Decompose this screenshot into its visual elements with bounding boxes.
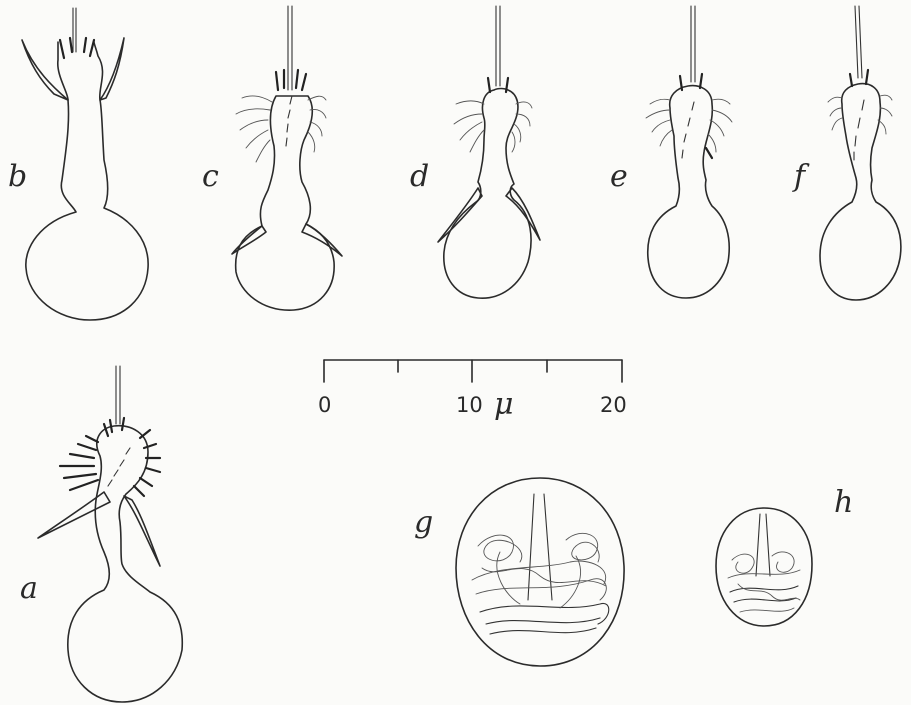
panel-label-h: h <box>834 485 853 520</box>
specimen-a-drawing <box>38 366 182 702</box>
specimen-b-drawing <box>22 8 148 320</box>
panel-label-f: f <box>792 159 810 194</box>
panel-label-c: c <box>202 159 219 194</box>
specimen-f-drawing <box>820 6 901 300</box>
specimen-d-drawing <box>438 6 540 298</box>
scale-unit-label: μ <box>494 387 514 422</box>
panel-label-a: a <box>20 571 38 606</box>
scale-label-10: 10 <box>456 393 483 417</box>
scale-label-0: 0 <box>318 393 331 417</box>
specimen-e-drawing <box>646 6 732 298</box>
panel-label-b: b <box>8 159 27 194</box>
specimen-c-drawing <box>232 6 342 310</box>
scale-bar: 0 10 μ 20 <box>318 360 627 422</box>
panel-label-e: e <box>610 159 628 194</box>
panel-label-d: d <box>410 159 429 194</box>
panel-label-g: g <box>414 505 433 540</box>
specimen-g-drawing <box>456 478 624 666</box>
scale-label-20: 20 <box>600 393 627 417</box>
specimen-h-drawing <box>716 508 812 626</box>
